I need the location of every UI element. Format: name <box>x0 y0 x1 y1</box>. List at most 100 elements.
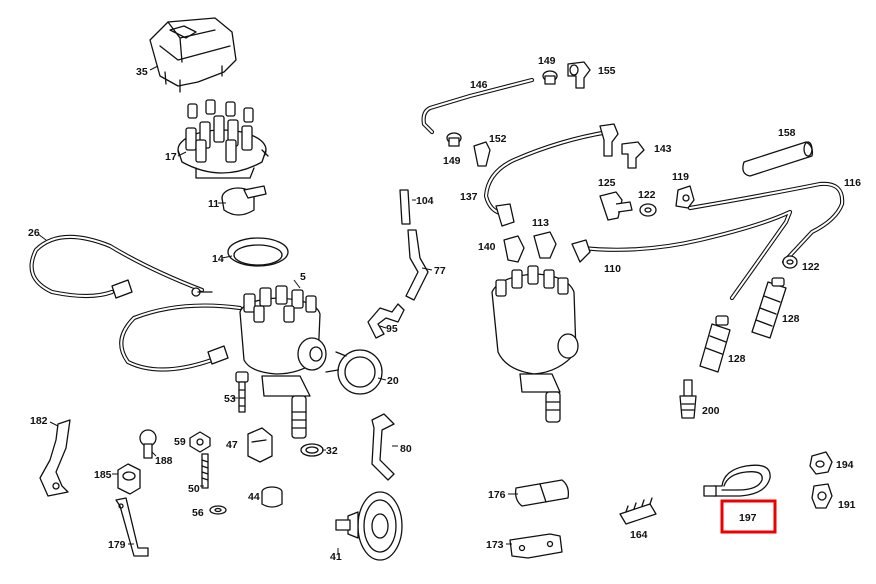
part-176-sleeve <box>514 479 570 507</box>
label-113: 113 <box>532 217 549 229</box>
label-149-top: 149 <box>538 55 556 67</box>
label-26: 26 <box>28 227 40 239</box>
label-50: 50 <box>188 483 200 495</box>
part-149-cap-top <box>542 70 558 85</box>
label-11: 11 <box>208 198 219 210</box>
label-194: 194 <box>836 459 854 471</box>
label-53: 53 <box>224 393 236 405</box>
part-59-nut <box>189 431 211 453</box>
label-95: 95 <box>386 323 398 335</box>
part-20-vacuum-unit <box>325 349 383 395</box>
part-32-seal <box>300 443 324 457</box>
part-113-boot <box>533 231 557 259</box>
part-164-comb <box>619 497 657 525</box>
part-179-strap <box>115 497 149 557</box>
label-59: 59 <box>174 436 186 448</box>
part-110-wire <box>571 209 793 301</box>
label-14: 14 <box>212 253 224 265</box>
part-14-gasket <box>227 237 289 267</box>
label-32: 32 <box>326 445 338 457</box>
part-200-connector <box>679 379 697 419</box>
part-17-distributor-cap <box>177 99 269 179</box>
part-116-wire <box>687 181 845 265</box>
part-146-tube <box>421 77 535 135</box>
label-35: 35 <box>136 66 148 78</box>
label-200: 200 <box>702 405 720 417</box>
part-185-clamp <box>117 463 141 495</box>
label-110: 110 <box>604 263 621 275</box>
part-173-bracket <box>509 533 563 559</box>
part-distributor-right <box>491 265 579 423</box>
part-80-hose <box>371 413 395 481</box>
label-41: 41 <box>330 551 342 563</box>
label-125: 125 <box>598 177 616 189</box>
label-44: 44 <box>248 491 260 503</box>
label-179: 179 <box>108 539 126 551</box>
part-191-clip <box>811 483 833 509</box>
part-149-cap-mid <box>446 132 462 147</box>
part-50-stud <box>201 453 209 489</box>
label-197: 197 <box>739 512 757 524</box>
label-185: 185 <box>94 469 112 481</box>
label-176: 176 <box>488 489 506 501</box>
part-182-bracket <box>39 419 71 497</box>
label-164: 164 <box>630 529 648 541</box>
highlight-box-197 <box>720 499 777 534</box>
part-26-ignition-wire <box>29 234 213 299</box>
label-191: 191 <box>838 499 856 511</box>
label-149-mid: 149 <box>443 155 461 167</box>
part-188-screw <box>139 429 157 459</box>
part-104-hose <box>399 189 411 225</box>
part-155-elbow <box>567 61 591 89</box>
label-155: 155 <box>598 65 616 77</box>
part-122-grommet-lower <box>782 255 798 269</box>
label-137: 137 <box>460 191 478 203</box>
label-182: 182 <box>30 415 48 427</box>
label-104: 104 <box>416 195 434 207</box>
label-47: 47 <box>226 439 238 451</box>
part-coil-wire <box>119 303 243 372</box>
part-77-hose <box>405 229 429 301</box>
label-119: 119 <box>672 171 689 183</box>
label-77: 77 <box>434 265 446 277</box>
part-140-boot <box>503 235 525 263</box>
label-152: 152 <box>489 133 507 145</box>
part-143-elbow <box>621 141 645 169</box>
label-143: 143 <box>654 143 672 155</box>
part-53-bolt <box>235 371 249 413</box>
part-122-grommet <box>639 203 657 217</box>
part-119-clip <box>675 185 695 209</box>
part-11-rotor <box>221 185 267 216</box>
part-152-connector <box>473 141 491 167</box>
part-158-sleeve <box>742 141 814 177</box>
label-20: 20 <box>387 375 399 387</box>
part-47-clip <box>247 427 273 463</box>
label-56: 56 <box>192 507 204 519</box>
label-128-lower: 128 <box>728 353 746 365</box>
part-41-drive-gear <box>335 491 403 561</box>
part-137-wire <box>483 123 619 227</box>
label-122-top: 122 <box>638 189 656 201</box>
part-44-bushing <box>261 486 283 508</box>
part-95-hose <box>367 303 405 339</box>
part-56-washer <box>209 505 227 515</box>
part-35-cap-cover <box>149 17 237 93</box>
part-194-clip <box>809 451 833 475</box>
part-128-boot-lower <box>699 315 731 373</box>
label-17: 17 <box>165 151 177 163</box>
part-5-distributor <box>239 285 327 439</box>
label-188: 188 <box>155 455 173 467</box>
label-128-upper: 128 <box>782 313 800 325</box>
label-140: 140 <box>478 241 496 253</box>
label-146: 146 <box>470 79 488 91</box>
part-197-cable-tie <box>703 464 771 497</box>
part-125-connector <box>599 191 633 221</box>
label-173: 173 <box>486 539 504 551</box>
label-122-bottom: 122 <box>802 261 820 273</box>
label-80: 80 <box>400 443 412 455</box>
label-158: 158 <box>778 127 796 139</box>
label-5: 5 <box>300 271 306 283</box>
label-116: 116 <box>844 177 861 189</box>
part-128-boot-upper <box>751 277 787 339</box>
